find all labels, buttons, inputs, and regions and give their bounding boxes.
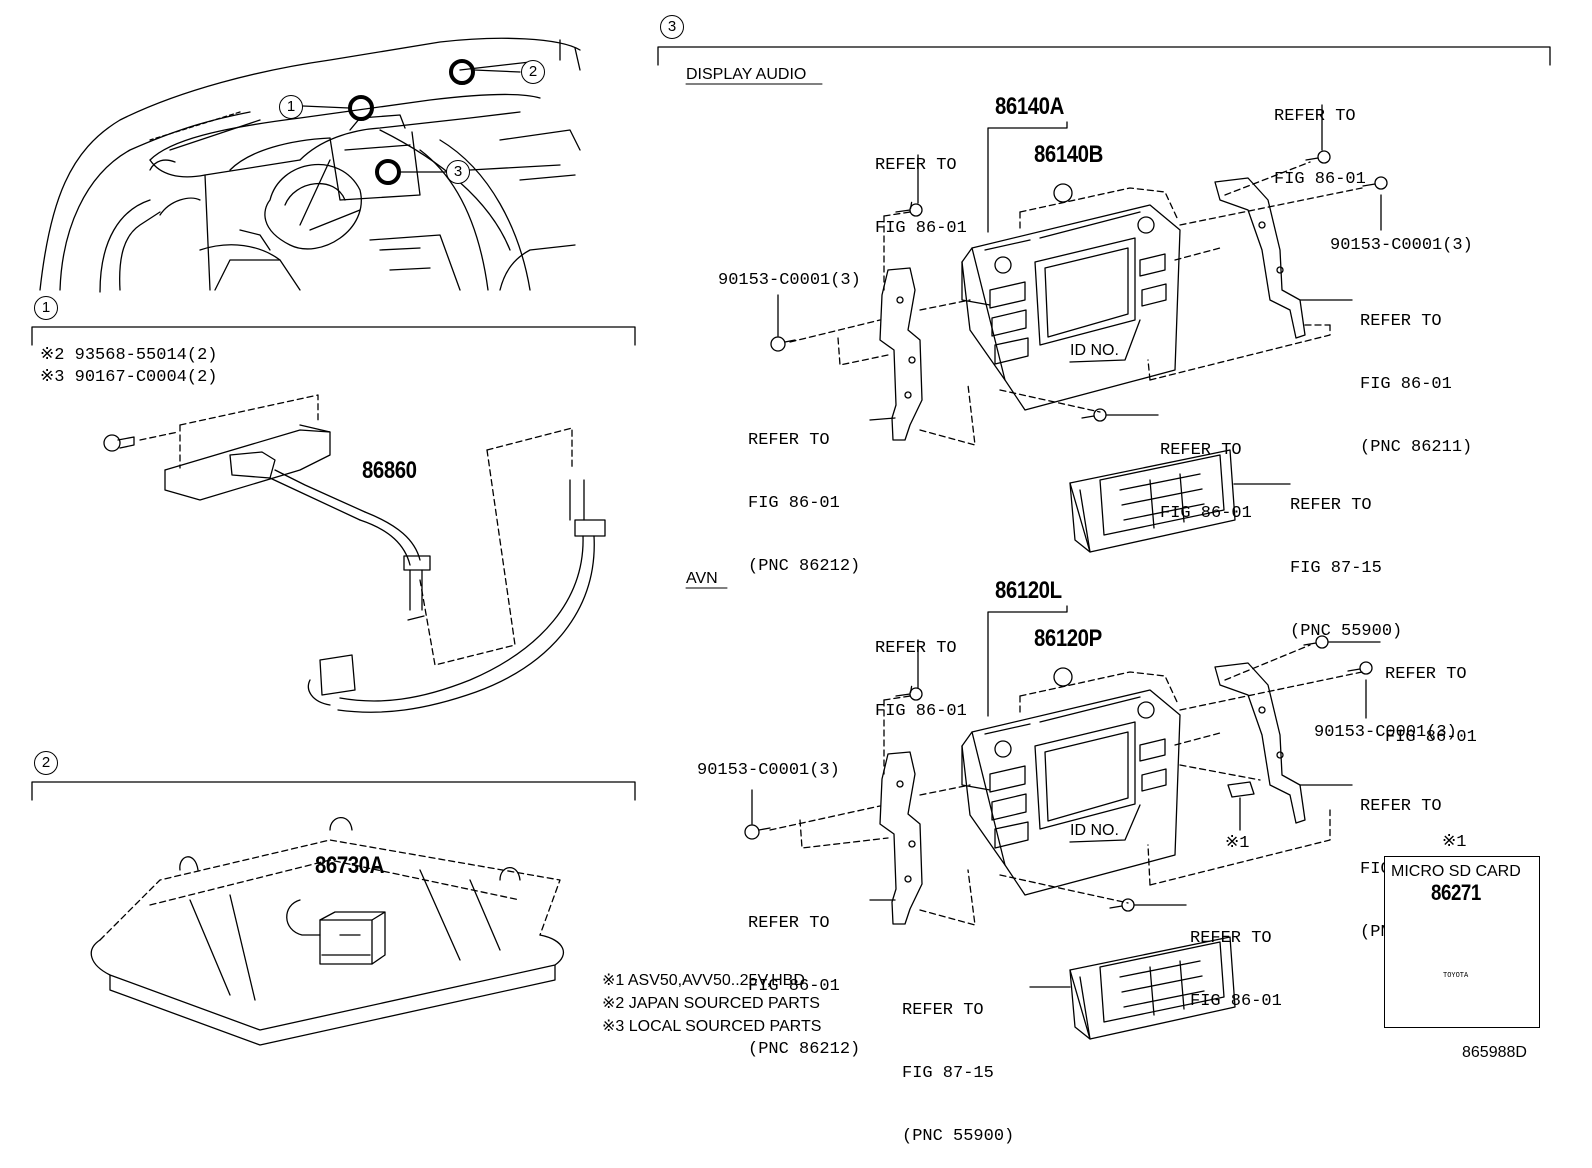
avn-ref-bottom-screw-line1: REFER TO bbox=[1190, 929, 1272, 948]
da-ref-top-left-line2: FIG 86-01 bbox=[875, 219, 967, 238]
avn-heading: AVN bbox=[686, 570, 718, 587]
avn-ref-hvac-line1: REFER TO bbox=[902, 1001, 984, 1020]
da-ref-left-bracket: REFER TO FIG 86-01 (PNC 86212) bbox=[748, 388, 860, 598]
overview-callout-3: 3 bbox=[446, 160, 470, 184]
da-ref-left-bracket-line2: FIG 86-01 bbox=[748, 494, 840, 513]
note-2: ※2 JAPAN SOURCED PARTS bbox=[602, 995, 820, 1012]
da-ref-top-left: REFER TO FIG 86-01 bbox=[875, 113, 967, 260]
avn-ref-right-bracket-line1: REFER TO bbox=[1360, 797, 1442, 816]
da-ref-right-bracket: REFER TO FIG 86-01 (PNC 86211) bbox=[1360, 269, 1472, 479]
section3-marker: 3 bbox=[660, 15, 684, 39]
avn-ref-bottom-screw: REFER TO FIG 86-01 bbox=[1190, 886, 1282, 1033]
display-audio-heading: DISPLAY AUDIO bbox=[686, 66, 807, 83]
da-bolt-right: 90153-C0001(3) bbox=[1330, 236, 1473, 255]
avn-bolt-right: 90153-C0001(3) bbox=[1314, 723, 1457, 742]
part-86120p: 86120P bbox=[1034, 625, 1102, 652]
avn-drawing bbox=[744, 605, 1381, 1040]
da-ref-left-bracket-line1: REFER TO bbox=[748, 431, 830, 450]
da-ref-right-bracket-line1: REFER TO bbox=[1360, 312, 1442, 331]
avn-ref-top-left: REFER TO FIG 86-01 bbox=[875, 596, 967, 743]
part-86140b: 86140B bbox=[1034, 141, 1103, 168]
sd-card-logo-text: TOYOTA bbox=[1443, 972, 1469, 980]
avn-ref-hvac: REFER TO FIG 87-15 (PNC 55900) bbox=[902, 958, 1014, 1168]
sd-card-box: MICRO SD CARD 86271 TOYOTA bbox=[1384, 856, 1540, 1028]
da-ref-bottom-screw-line2: FIG 86-01 bbox=[1160, 504, 1252, 523]
avn-ref-left-bracket-line2: FIG 86-01 bbox=[748, 977, 840, 996]
overview-callout-2: 2 bbox=[521, 60, 545, 84]
da-ref-left-bracket-line3: (PNC 86212) bbox=[748, 557, 861, 576]
bolt-note-japan: ※2 93568-55014(2) bbox=[40, 346, 218, 365]
da-ref-hvac-line1: REFER TO bbox=[1290, 496, 1372, 515]
avn-ref-top-left-line2: FIG 86-01 bbox=[875, 702, 967, 721]
section1-marker: 1 bbox=[34, 296, 58, 320]
avn-id-no: ID NO. bbox=[1070, 822, 1119, 839]
sd-card-part: 86271 bbox=[1431, 880, 1481, 905]
da-ref-hvac: REFER TO FIG 87-15 (PNC 55900) bbox=[1290, 453, 1402, 663]
diagram-id: 865988D bbox=[1462, 1044, 1527, 1061]
da-ref-right-bracket-line3: (PNC 86211) bbox=[1360, 438, 1473, 457]
da-id-no: ID NO. bbox=[1070, 342, 1119, 359]
da-ref-bottom-screw: REFER TO FIG 86-01 bbox=[1160, 398, 1252, 545]
avn-ref-left-bracket-line3: (PNC 86212) bbox=[748, 1040, 861, 1059]
display-audio-drawing bbox=[770, 104, 1388, 553]
da-ref-top-left-line1: REFER TO bbox=[875, 156, 957, 175]
avn-sd-marker: ※1 bbox=[1225, 834, 1250, 853]
part-86860: 86860 bbox=[362, 457, 417, 484]
da-ref-hvac-line3: (PNC 55900) bbox=[1290, 622, 1403, 641]
sd-card-title: MICRO SD CARD bbox=[1391, 863, 1521, 880]
bolt-note-local: ※3 90167-C0004(2) bbox=[40, 368, 218, 387]
sd-card-marker: ※1 bbox=[1442, 833, 1467, 852]
da-ref-top-right-line2: FIG 86-01 bbox=[1274, 170, 1366, 189]
part-86120l: 86120L bbox=[995, 577, 1062, 604]
avn-ref-left-bracket: REFER TO FIG 86-01 (PNC 86212) bbox=[748, 871, 860, 1081]
avn-ref-hvac-line2: FIG 87-15 bbox=[902, 1064, 994, 1083]
da-ref-top-right-line1: REFER TO bbox=[1274, 107, 1356, 126]
section2-marker: 2 bbox=[34, 751, 58, 775]
section1-usb-cable-drawing bbox=[103, 394, 606, 713]
avn-ref-top-left-line1: REFER TO bbox=[875, 639, 957, 658]
overview-callout-1: 1 bbox=[279, 95, 303, 119]
avn-ref-hvac-line3: (PNC 55900) bbox=[902, 1127, 1015, 1146]
avn-ref-top-right-line1: REFER TO bbox=[1385, 665, 1467, 684]
avn-ref-top-right: REFER TO FIG 86-01 bbox=[1385, 622, 1477, 769]
avn-ref-left-bracket-line1: REFER TO bbox=[748, 914, 830, 933]
avn-ref-top-right-line2: FIG 86-01 bbox=[1385, 728, 1477, 747]
note-3: ※3 LOCAL SOURCED PARTS bbox=[602, 1018, 822, 1035]
avn-ref-bottom-screw-line2: FIG 86-01 bbox=[1190, 992, 1282, 1011]
part-86730a: 86730A bbox=[315, 852, 384, 879]
vehicle-interior-overview bbox=[39, 37, 581, 293]
note-1: ※1 ASV50,AVV50..25V,HBD bbox=[602, 972, 805, 989]
part-86140a: 86140A bbox=[995, 93, 1064, 120]
da-bolt-left: 90153-C0001(3) bbox=[718, 271, 861, 290]
avn-bolt-left: 90153-C0001(3) bbox=[697, 761, 840, 780]
da-ref-bottom-screw-line1: REFER TO bbox=[1160, 441, 1242, 460]
section-frames bbox=[31, 46, 1551, 801]
section2-overhead-console-drawing bbox=[90, 816, 565, 1046]
da-ref-hvac-line2: FIG 87-15 bbox=[1290, 559, 1382, 578]
da-ref-right-bracket-line2: FIG 86-01 bbox=[1360, 375, 1452, 394]
da-ref-top-right: REFER TO FIG 86-01 bbox=[1274, 64, 1366, 211]
